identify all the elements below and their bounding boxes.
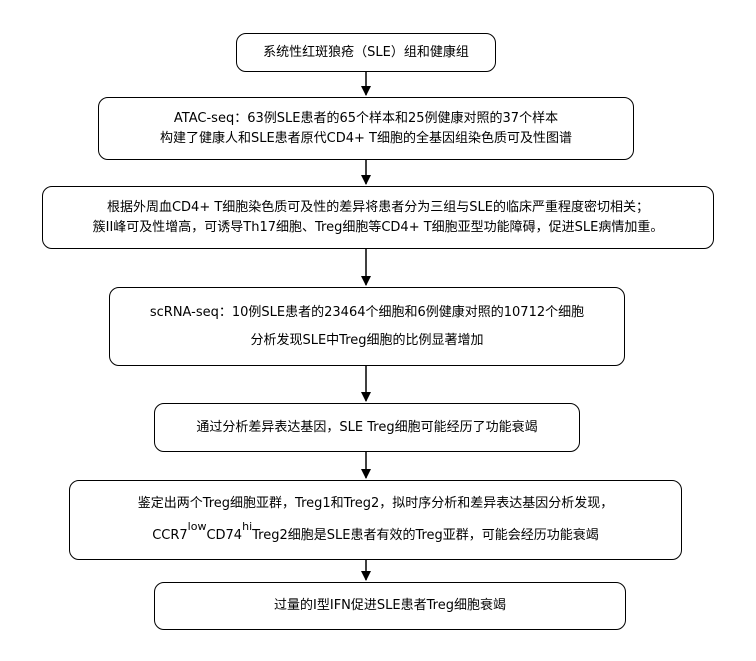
ccr7-label: CCR7: [152, 528, 188, 543]
step-5-box: 通过分析差异表达基因，SLE Treg细胞可能经历了功能衰竭: [154, 403, 580, 452]
step-2-box: ATAC-seq：63例SLE患者的65个样本和25例健康对照的37个样本 构建…: [98, 97, 634, 160]
step-4-line-1: scRNA-seq：10例SLE患者的23464个细胞和6例健康对照的10712…: [149, 304, 585, 320]
step-3-line-2: 簇II峰可及性增高，可诱导Th17细胞、Treg细胞等CD4+ T细胞亚型功能障…: [92, 219, 664, 235]
step-1-text: 系统性红斑狼疮（SLE）组和健康组: [263, 44, 469, 60]
step-1-box: 系统性红斑狼疮（SLE）组和健康组: [236, 33, 496, 72]
step-5-text: 通过分析差异表达基因，SLE Treg细胞可能经历了功能衰竭: [196, 419, 538, 435]
step-3-box: 根据外周血CD4+ T细胞染色质可及性的差异将患者分为三组与SLE的临床严重程度…: [42, 186, 714, 249]
step-7-box: 过量的I型IFN促进SLE患者Treg细胞衰竭: [154, 582, 626, 630]
ccr7-superscript: low: [187, 520, 207, 533]
step-3-line-1: 根据外周血CD4+ T细胞染色质可及性的差异将患者分为三组与SLE的临床严重程度…: [106, 199, 650, 215]
cd74-label: CD74: [206, 528, 243, 543]
step-6-line-2-rest: Treg2细胞是SLE患者有效的Treg亚群，可能会经历功能衰竭: [252, 528, 599, 543]
step-6-line-1: 鉴定出两个Treg细胞亚群，Treg1和Treg2，拟时序分析和差异表达基因分析…: [137, 496, 614, 511]
step-4-line-2: 分析发现SLE中Treg细胞的比例显著增加: [250, 332, 484, 348]
step-2-line-1: ATAC-seq：63例SLE患者的65个样本和25例健康对照的37个样本: [173, 110, 559, 126]
step-6-box: 鉴定出两个Treg细胞亚群，Treg1和Treg2，拟时序分析和差异表达基因分析…: [69, 480, 682, 560]
step-6-line-2: CCR7lowCD74hiTreg2细胞是SLE患者有效的Treg亚群，可能会经…: [152, 520, 599, 546]
step-7-text: 过量的I型IFN促进SLE患者Treg细胞衰竭: [274, 598, 506, 613]
step-2-line-2: 构建了健康人和SLE患者原代CD4+ T细胞的全基因组染色质可及性图谱: [159, 130, 573, 146]
cd74-superscript: hi: [242, 520, 253, 533]
step-4-box: scRNA-seq：10例SLE患者的23464个细胞和6例健康对照的10712…: [109, 287, 625, 366]
